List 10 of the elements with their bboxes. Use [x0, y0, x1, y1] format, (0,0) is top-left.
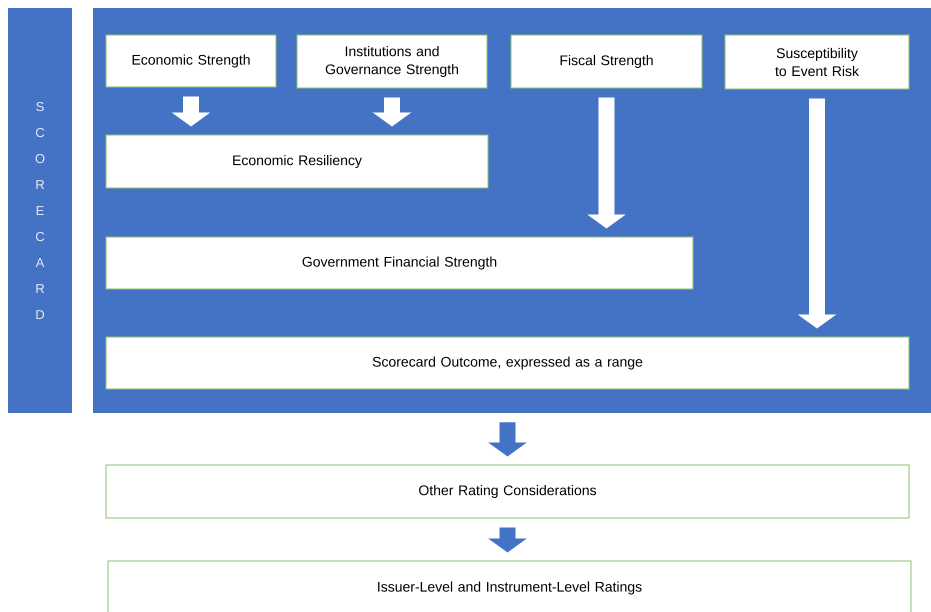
- process-box: Other Rating Considerations: [106, 464, 910, 518]
- sidebar-band: SCORECARD: [8, 8, 72, 413]
- process-box: Economic Strength: [106, 34, 276, 88]
- process-box: Fiscal Strength: [510, 34, 702, 88]
- process-box: Susceptibility to Event Risk: [724, 34, 910, 90]
- process-box: Issuer-Level and Instrument-Level Ratings: [108, 560, 912, 612]
- process-box: Government Financial Strength: [106, 236, 694, 290]
- process-box: Institutions and Governance Strength: [296, 34, 488, 88]
- process-box: Scorecard Outcome, expressed as a range: [106, 336, 910, 390]
- process-box: Economic Resiliency: [106, 134, 488, 188]
